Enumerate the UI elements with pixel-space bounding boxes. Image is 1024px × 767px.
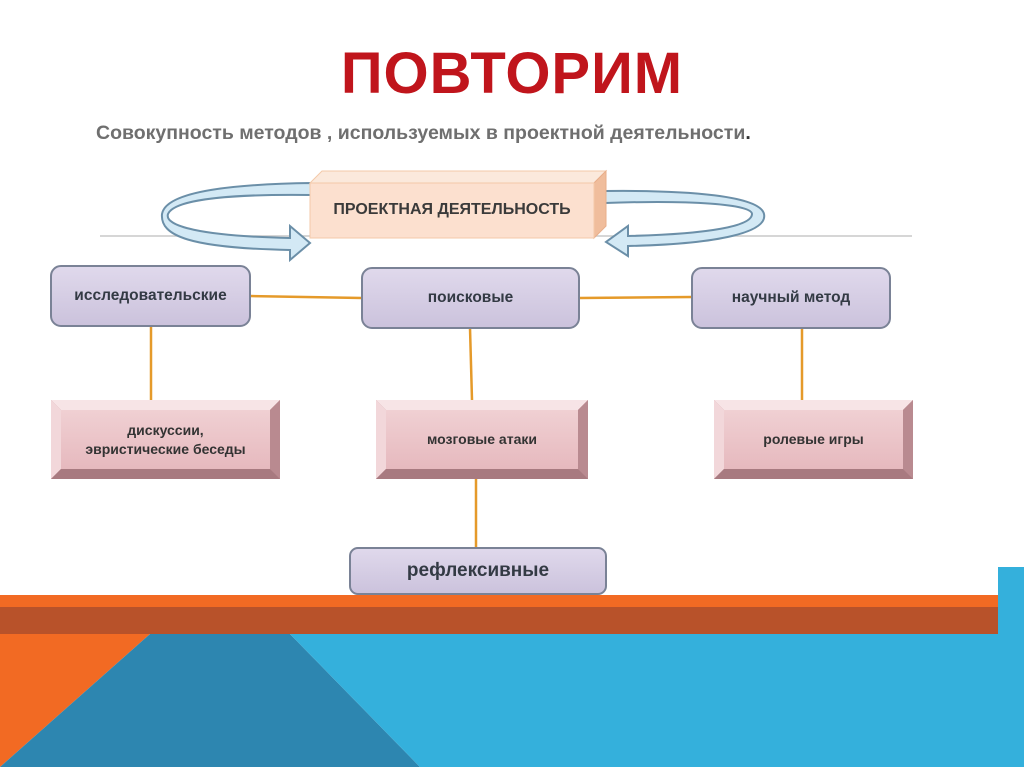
technique-right-label: ролевые игры: [763, 431, 864, 448]
technique-box-center: [376, 400, 588, 479]
technique-center-label: мозговые атаки: [427, 431, 537, 448]
bottom-box: [349, 547, 607, 595]
root-node-label: ПРОЕКТНАЯ ДЕЯТЕЛЬНОСТЬ: [333, 201, 571, 219]
bottom-node-label: рефлексивные: [406, 559, 550, 581]
subtitle-text: Совокупность методов , используемых в пр…: [96, 122, 746, 144]
technique-box-right: [714, 400, 913, 479]
right-cycle-arrow: [604, 189, 766, 258]
technique-left-line1: дискуссии,: [127, 422, 204, 439]
category-box-right: [691, 267, 891, 329]
connectors: [149, 294, 804, 548]
category-box-left: [50, 265, 251, 327]
left-cycle-arrow: [160, 181, 313, 263]
root-box: [308, 169, 608, 240]
technique-left-label: дискуссии, эвристические беседы: [61, 410, 270, 469]
slide-title: ПОВТОРИМ: [340, 41, 684, 106]
technique-left-line2: эвристические беседы: [85, 440, 246, 457]
category-left-label: исследовательские: [74, 286, 227, 304]
category-right-label: научный метод: [731, 288, 851, 306]
slide-subtitle: Совокупность методов , используемых в пр…: [96, 122, 751, 145]
subtitle-period: .: [745, 122, 751, 144]
category-center-label: поисковые: [427, 288, 514, 306]
category-box-center: [361, 267, 580, 329]
technique-box-left: [51, 400, 280, 479]
